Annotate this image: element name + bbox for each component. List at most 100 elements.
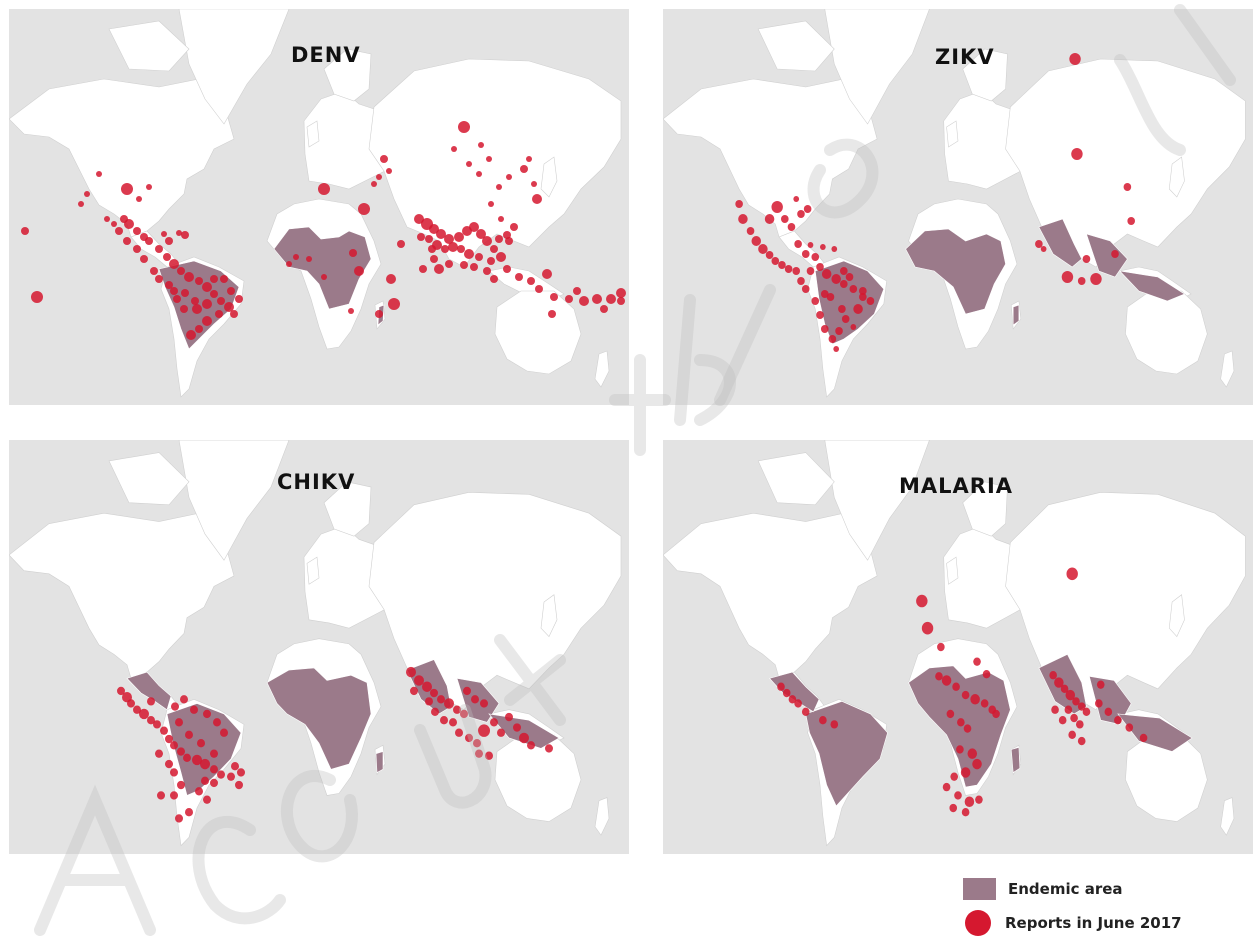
report-dot: [224, 302, 234, 312]
report-dot: [201, 776, 209, 786]
land-arctic-islands: [757, 20, 835, 72]
report-dot: [210, 275, 218, 283]
report-dot: [171, 702, 179, 711]
land-uk: [946, 120, 959, 148]
report-dot: [830, 720, 839, 729]
report-dot: [787, 223, 796, 231]
report-dot: [1125, 723, 1134, 732]
report-dot: [616, 288, 626, 298]
report-dot: [430, 688, 438, 698]
report-dot: [831, 274, 841, 284]
land-new-zealand: [594, 350, 610, 388]
endemic-area: [488, 713, 560, 749]
report-dot: [490, 718, 498, 727]
report-dot: [210, 290, 218, 298]
report-dot: [1054, 677, 1064, 688]
report-dot: [1090, 273, 1102, 285]
report-dot: [503, 265, 511, 273]
land-uk: [306, 120, 320, 148]
report-dot: [463, 686, 471, 696]
endemic-area: [273, 226, 372, 310]
report-dot: [964, 796, 975, 807]
report-dot: [457, 245, 465, 253]
endemic-area: [1118, 270, 1186, 302]
report-dot: [946, 709, 955, 719]
report-dot: [286, 261, 292, 267]
report-dot: [820, 244, 826, 250]
report-dot: [460, 261, 468, 269]
report-dot: [527, 741, 535, 750]
report-dot: [952, 682, 960, 691]
report-dot: [532, 194, 542, 204]
report-dot: [782, 688, 791, 698]
report-dot: [388, 298, 400, 310]
report-dot: [170, 287, 178, 295]
report-dot: [464, 249, 474, 259]
report-dot: [835, 327, 843, 335]
report-dot: [850, 324, 857, 330]
report-dot: [217, 297, 225, 305]
land-japan: [1168, 594, 1185, 638]
report-dot: [497, 728, 505, 737]
report-dot: [765, 251, 774, 259]
report-dot: [431, 707, 439, 717]
report-dot: [165, 734, 173, 744]
report-dot: [980, 699, 989, 708]
report-dot: [155, 245, 163, 253]
report-dot: [133, 705, 141, 714]
map-title-denv: DENV: [291, 43, 361, 67]
report-dot: [227, 772, 235, 781]
report-dot: [177, 780, 185, 790]
report-dot: [210, 778, 218, 788]
report-dot: [545, 744, 553, 753]
report-dot: [797, 210, 805, 218]
report-dot: [794, 240, 802, 248]
report-dot: [839, 280, 848, 288]
report-dot: [1095, 699, 1103, 708]
report-dot: [78, 201, 84, 207]
report-dot: [956, 745, 964, 754]
report-dot: [617, 297, 625, 305]
report-dot: [165, 281, 173, 289]
report-dot: [425, 697, 433, 706]
report-dot: [349, 249, 357, 257]
report-dot: [801, 707, 810, 717]
endemic-area: [769, 671, 820, 713]
report-dot: [811, 297, 820, 305]
report-dot: [1082, 707, 1091, 717]
report-dot: [157, 791, 165, 800]
report-dot: [354, 266, 364, 276]
report-dots-layer: [777, 567, 1148, 817]
world-map-zikv: [663, 9, 1246, 398]
report-dot: [982, 670, 991, 679]
report-dot: [794, 699, 802, 708]
report-dot: [550, 293, 558, 301]
report-dot: [386, 168, 392, 174]
report-dot: [485, 751, 493, 760]
report-dot: [210, 749, 218, 758]
report-dot: [496, 184, 502, 190]
report-dot: [476, 229, 486, 239]
land-uk: [306, 556, 320, 585]
land-scandinavia: [962, 481, 1008, 537]
report-dot: [414, 214, 424, 224]
map-panel-denv: DENV: [9, 9, 629, 405]
report-dot: [177, 267, 185, 275]
report-dot: [192, 304, 202, 314]
report-dot: [950, 772, 958, 781]
report-dot: [1072, 697, 1080, 706]
land-layer: [663, 440, 1246, 847]
report-dot: [153, 720, 161, 729]
report-dot: [235, 780, 243, 790]
report-dot: [548, 310, 556, 318]
report-dot: [519, 732, 529, 744]
report-dot: [600, 305, 608, 313]
report-dot: [428, 245, 436, 253]
land-japan: [1168, 156, 1185, 198]
report-dot: [473, 739, 481, 748]
report-dot: [859, 293, 867, 301]
report-dots-layer: [117, 666, 553, 823]
report-dot: [417, 233, 425, 241]
report-dot: [133, 245, 141, 253]
report-dot: [606, 294, 616, 304]
